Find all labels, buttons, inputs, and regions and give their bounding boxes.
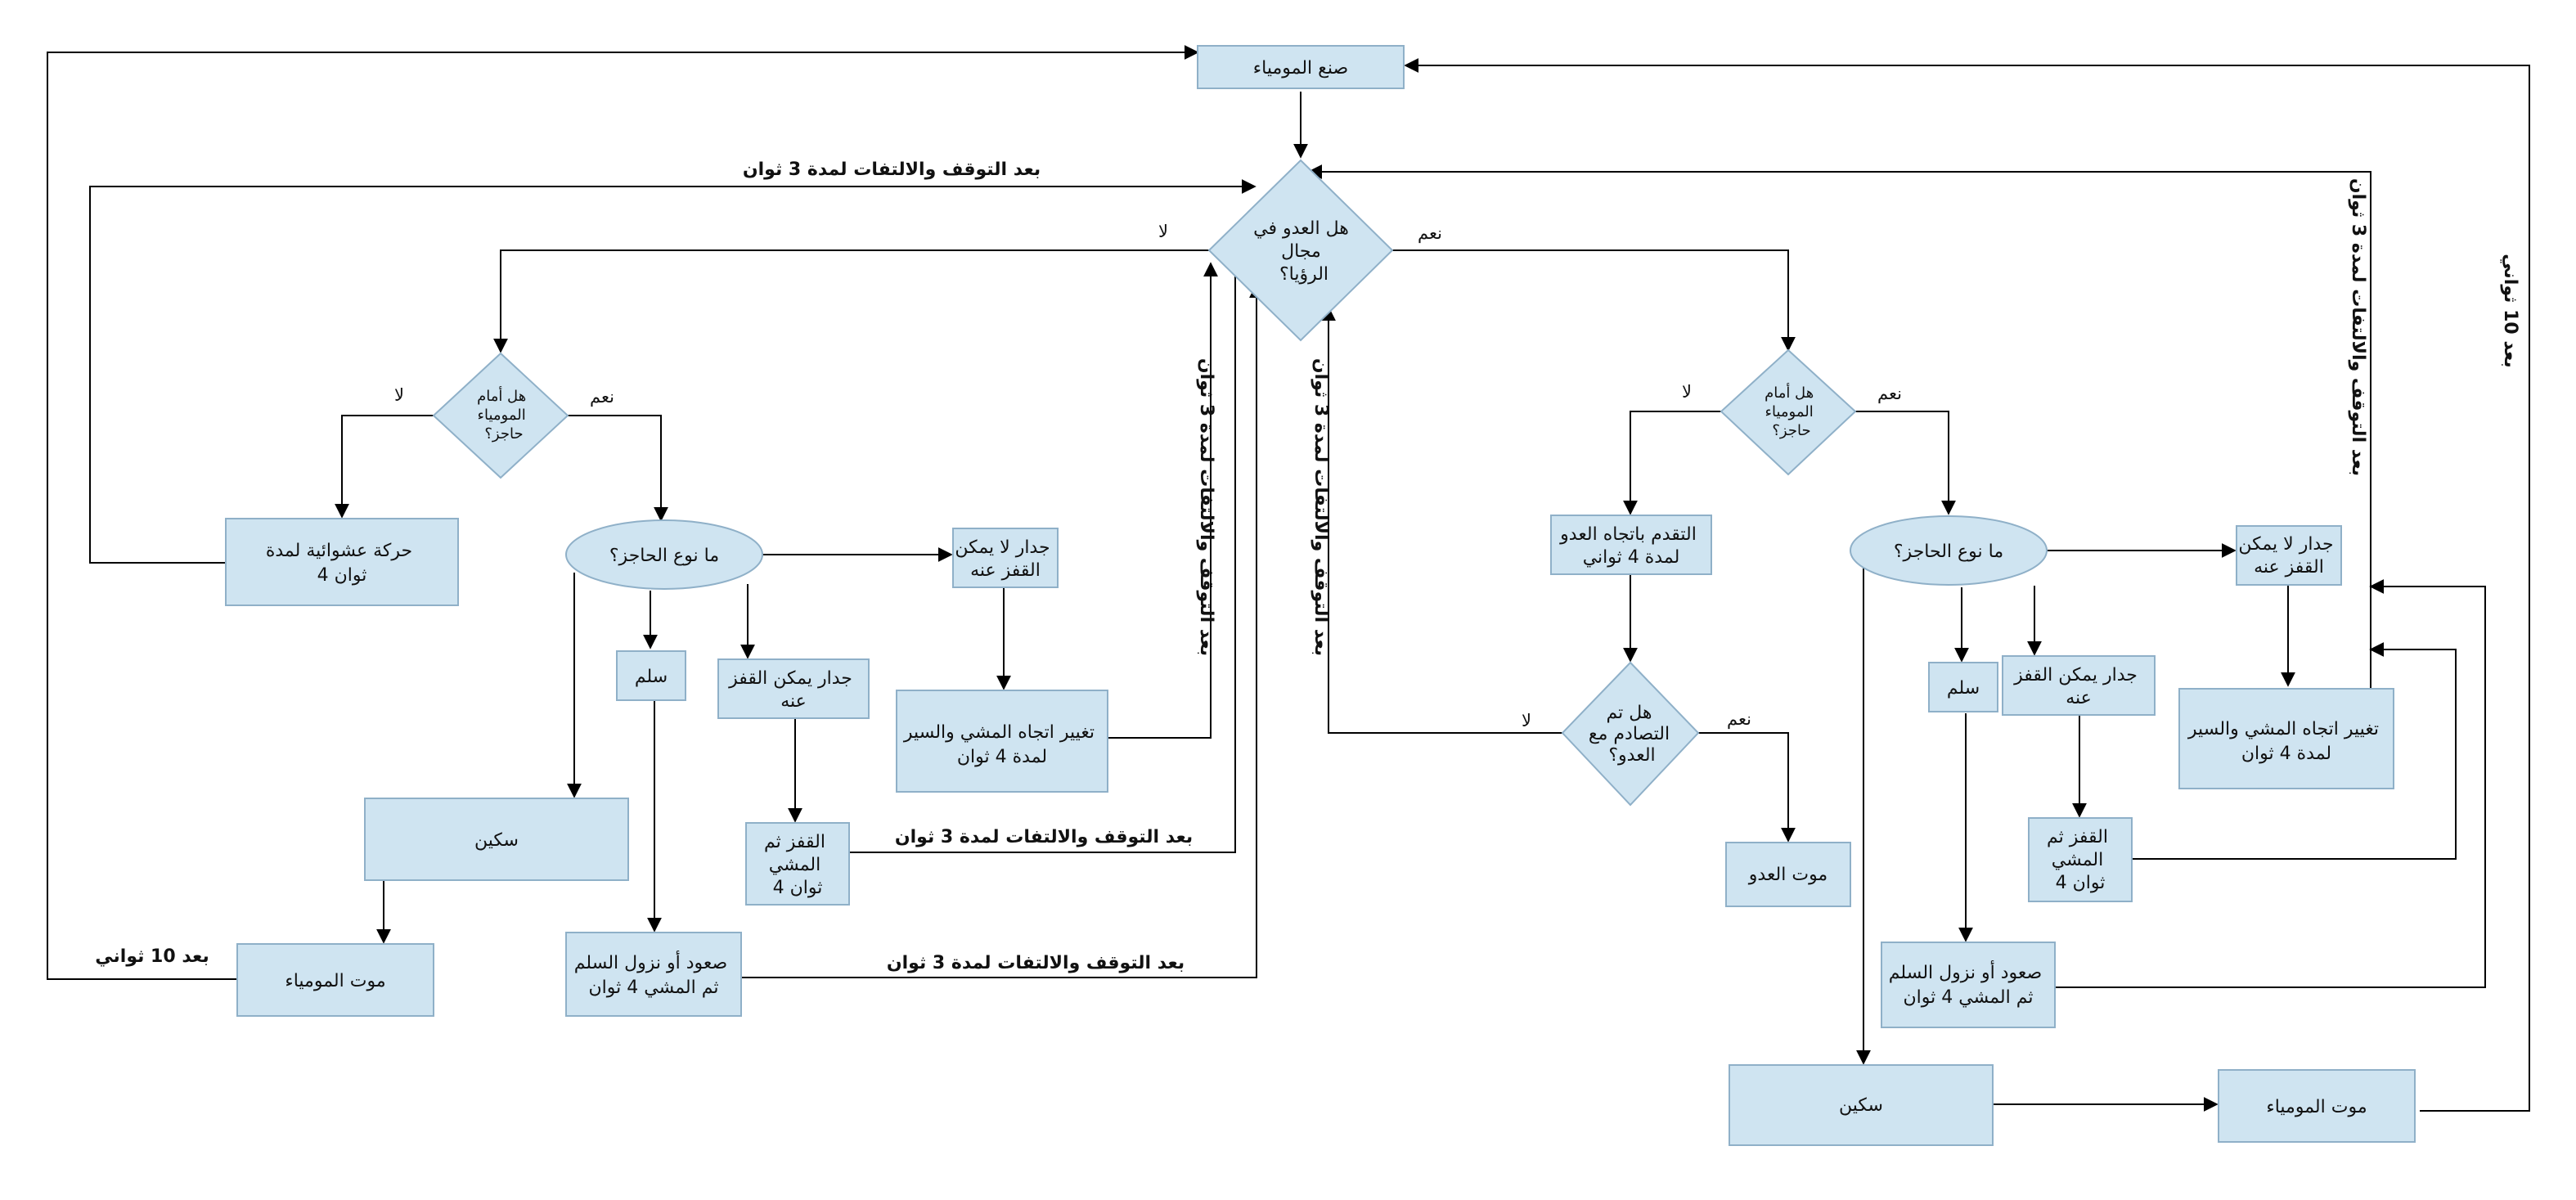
- edge-right-death-to-make: [1404, 58, 2530, 1112]
- edge-random-to-view: [89, 179, 1257, 564]
- node-right-obstacle-type: ما نوع الحاجز؟: [1850, 515, 2048, 586]
- svg-text:موت العدو: موت العدو: [1748, 865, 1827, 885]
- svg-text:القفز ثم المشي 4 ث: القفز ثم المشي 4 ثوان: [2047, 827, 2114, 893]
- svg-text:التقدم باتجاه العدو لمدة: التقدم باتجاه العدو لمدة 4 ثواني: [1559, 524, 1702, 568]
- svg-text:القفز ثم المشي 4 ث: القفز ثم المشي 4 ثوان: [764, 832, 831, 898]
- svg-text:جدار يمكن القفز عنه: جدار يمكن القفز عنه: [728, 668, 858, 712]
- svg-text:موت المومياء: موت المومياء: [285, 971, 385, 991]
- label-yes-view: نعم: [1418, 223, 1442, 244]
- svg-text:حركة عشوائية لمدة 4 ثوان: حركة عشوائية لمدة 4 ثوان: [266, 541, 418, 586]
- node-left-mummy-death: موت المومياء: [236, 943, 434, 1017]
- connectors: [47, 45, 2530, 1112]
- node-right-obstacle-q: هل أمام المومياء حاجز؟: [1720, 348, 1857, 476]
- label-no-rq: لا: [1682, 382, 1692, 402]
- edge-rclimb-to-loop: [2055, 579, 2486, 988]
- edge-lclimb-to-view: [741, 283, 1264, 978]
- svg-text:جدار لا يمكن القفز عنه: جدار لا يمكن القفز عنه: [2238, 534, 2339, 578]
- svg-text:هل أمام المومياء ح: هل أمام المومياء حاجز؟: [1765, 383, 1818, 439]
- edge-rq-yes: [1855, 411, 1956, 515]
- node-left-random-move: حركة عشوائية لمدة 4 ثوان: [225, 518, 459, 606]
- node-advance-enemy: التقدم باتجاه العدو لمدة 4 ثواني: [1550, 515, 1712, 575]
- label-after-stop-top: بعد التوقف والالتفات لمدة 3 ثوان: [743, 160, 1041, 180]
- node-right-mummy-death: موت المومياء: [2218, 1069, 2416, 1143]
- svg-text:سكين: سكين: [474, 830, 519, 851]
- svg-text:جدار لا يمكن القفز عنه: جدار لا يمكن القفز عنه: [955, 537, 1055, 581]
- node-collided-q: هل تم التصادم مع العدو؟: [1561, 661, 1700, 807]
- svg-text:سلم: سلم: [635, 667, 668, 687]
- svg-text:سلم: سلم: [1947, 678, 1980, 699]
- edge-rq-no: [1623, 411, 1721, 515]
- svg-text:صعود أو نزول السلم ثم ال: صعود أو نزول السلم ثم المشي 4 ثوان: [574, 951, 733, 998]
- node-make-mummy: صنع المومياء: [1197, 45, 1405, 89]
- label-no-view: لا: [1158, 222, 1168, 241]
- edge-lq-no: [335, 415, 434, 519]
- label-after-stop-climb: بعد التوقف والالتفات لمدة 3 ثوان: [887, 953, 1185, 973]
- label-after-stop-jump: بعد التوقف والالتفات لمدة 3 ثوان: [895, 827, 1193, 847]
- node-right-knife: سكين: [1729, 1064, 1994, 1146]
- label-after-stop-v3: بعد التوقف والالتفات لمدة 3 ثوان: [2348, 178, 2368, 476]
- node-right-jump-walk: القفز ثم المشي 4 ثوان: [2028, 817, 2133, 902]
- label-after-10s-right: بعد 10 ثواني: [2500, 254, 2520, 367]
- edge-lchange-to-view: [1108, 262, 1218, 739]
- label-yes-lq: نعم: [590, 387, 614, 407]
- svg-text:ما نوع الحاجز؟: ما نوع الحاجز؟: [1894, 542, 2003, 562]
- edge-collide-yes: [1698, 732, 1796, 843]
- node-left-wall-jump: جدار يمكن القفز عنه: [717, 658, 870, 719]
- label-no-lq: لا: [394, 385, 404, 405]
- node-left-obstacle-q: هل أمام المومياء حاجز؟: [432, 352, 569, 479]
- svg-text:موت المومياء: موت المومياء: [2266, 1097, 2367, 1117]
- edge-view-yes: [1392, 249, 1796, 352]
- node-left-change-dir: تغيير اتجاه المشي والسير لمدة 4 ثوان: [896, 690, 1108, 793]
- node-enemy-in-view: هل العدو في مجال الرؤيا؟: [1207, 159, 1394, 342]
- label-after-stop-v1: بعد التوقف والالتفات لمدة 3 ثوان: [1196, 358, 1216, 656]
- edge-left-death-to-make: [47, 45, 1199, 980]
- node-left-ladder: سلم: [616, 650, 686, 701]
- label-after-stop-v2: بعد التوقف والالتفات لمدة 3 ثوان: [1310, 358, 1331, 656]
- node-right-climb: صعود أو نزول السلم ثم المشي 4 ثوان: [1881, 942, 2056, 1028]
- label-yes-collide: نعم: [1727, 709, 1751, 730]
- node-left-knife: سكين: [364, 798, 629, 881]
- node-make-mummy-label: صنع المومياء: [1253, 58, 1348, 79]
- edge-collide-no: [1321, 306, 1562, 734]
- svg-text:سكين: سكين: [1839, 1095, 1883, 1116]
- edge-ljump-to-view: [849, 249, 1243, 853]
- edge-rchange-to-view: [1307, 164, 2371, 689]
- label-no-collide: لا: [1522, 711, 1531, 730]
- svg-text:تغيير اتجاه المشي والسير: تغيير اتجاه المشي والسير لمدة 4 ثوان: [2187, 719, 2385, 764]
- svg-text:تغيير اتجاه المشي والسير: تغيير اتجاه المشي والسير لمدة 4 ثوان: [903, 722, 1100, 767]
- node-right-wall-nojump: جدار لا يمكن القفز عنه: [2236, 525, 2342, 586]
- svg-text:هل أمام المومياء ح: هل أمام المومياء حاجز؟: [477, 386, 531, 443]
- node-left-obstacle-type: ما نوع الحاجز؟: [565, 519, 763, 590]
- svg-text:صعود أو نزول السلم ثم ال: صعود أو نزول السلم ثم المشي 4 ثوان: [1889, 960, 2048, 1008]
- svg-text:جدار يمكن القفز عنه: جدار يمكن القفز عنه: [2013, 665, 2143, 708]
- node-enemy-in-view-label: هل العدو في مجال الرؤيا؟: [1253, 218, 1355, 285]
- label-yes-rq: نعم: [1877, 384, 1902, 404]
- edge-view-no: [493, 249, 1209, 353]
- edge-lq-yes: [568, 415, 668, 522]
- node-enemy-death: موت العدو: [1725, 842, 1851, 907]
- edge-rjump-to-loop: [2133, 642, 2457, 860]
- node-left-climb: صعود أو نزول السلم ثم المشي 4 ثوان: [565, 932, 742, 1017]
- node-left-jump-walk: القفز ثم المشي 4 ثوان: [745, 822, 850, 906]
- edge-labels: لا نعم لا نعم لا نعم لا نعم بعد التوقف و…: [95, 160, 2520, 973]
- node-left-wall-nojump: جدار لا يمكن القفز عنه: [952, 528, 1059, 588]
- node-right-ladder: سلم: [1928, 662, 1998, 712]
- label-after-10s-left: بعد 10 ثواني: [95, 946, 209, 967]
- node-right-change-dir: تغيير اتجاه المشي والسير لمدة 4 ثوان: [2178, 688, 2394, 789]
- svg-text:ما نوع الحاجز؟: ما نوع الحاجز؟: [609, 546, 719, 566]
- svg-text:هل تم التصادم مع ا: هل تم التصادم مع العدو؟: [1589, 703, 1675, 766]
- node-right-wall-jump: جدار يمكن القفز عنه: [2002, 655, 2156, 716]
